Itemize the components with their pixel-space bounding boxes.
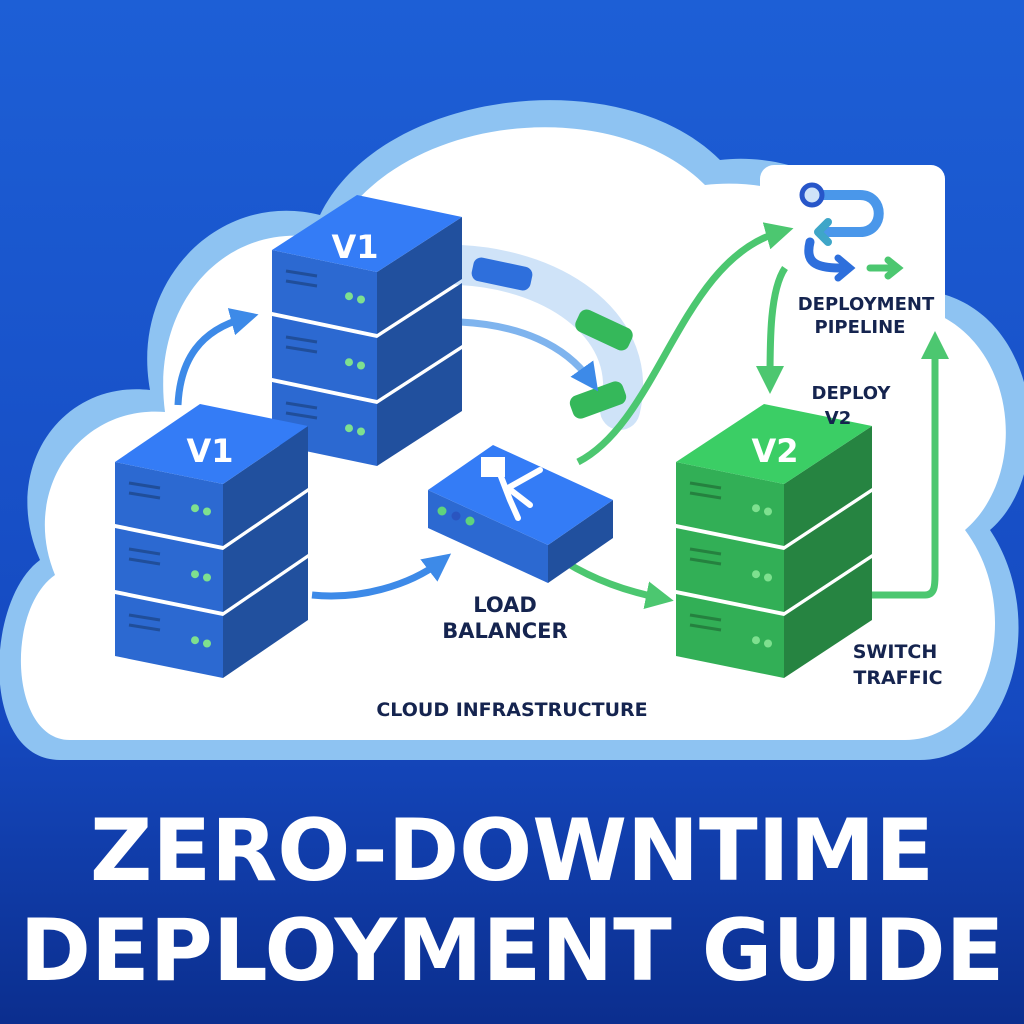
status-led — [764, 639, 772, 648]
flow-arrow — [459, 318, 599, 392]
status-led — [345, 358, 353, 367]
status-led — [437, 506, 447, 516]
packet-green — [575, 309, 633, 351]
deploy-label-line2: V2 — [825, 408, 851, 429]
server-unit — [115, 558, 308, 678]
server-unit — [115, 492, 308, 612]
status-led — [345, 424, 353, 433]
packet-blue — [471, 257, 533, 291]
status-led — [203, 573, 211, 582]
packet-green — [569, 381, 627, 419]
server-unit — [676, 426, 872, 546]
server-unit — [428, 490, 613, 583]
status-led — [752, 636, 760, 645]
server-unit — [272, 283, 462, 400]
pipeline-label-line1: DEPLOYMENT — [798, 294, 935, 315]
deploy-label-line1: DEPLOY — [812, 383, 892, 404]
status-led — [191, 636, 199, 645]
server-label-v2: V2 — [751, 432, 798, 470]
status-led — [752, 504, 760, 513]
server-unit — [676, 558, 872, 678]
server-label-v1-front: V1 — [186, 432, 233, 470]
load-balancer-share-icon — [481, 457, 543, 521]
status-led — [203, 507, 211, 516]
server-stack-v1-back — [272, 195, 462, 466]
status-led — [764, 573, 772, 582]
status-led — [752, 570, 760, 579]
status-led — [345, 292, 353, 301]
pipeline-icon — [799, 182, 904, 282]
switch-label-line2: TRAFFIC — [853, 667, 942, 689]
server-top — [115, 404, 308, 484]
arrow-v1-to-lb — [311, 553, 452, 600]
server-label-v1-back: V1 — [331, 228, 378, 266]
status-led — [451, 511, 461, 521]
server-unit — [272, 217, 462, 334]
arrow-switch-traffic — [872, 331, 949, 599]
status-led — [191, 504, 199, 513]
server-stack-v2 — [676, 404, 872, 678]
pipeline-label-line2: PIPELINE — [815, 317, 906, 338]
server-top — [676, 404, 872, 484]
server-stack-v1-front — [115, 404, 308, 678]
status-led — [357, 427, 365, 436]
status-led — [191, 570, 199, 579]
title-line2: DEPLOYMENT GUIDE — [20, 901, 1005, 1001]
status-led — [465, 516, 475, 526]
status-led — [357, 295, 365, 304]
server-unit — [676, 492, 872, 612]
cloud-infrastructure-label: CLOUD INFRASTRUCTURE — [376, 699, 647, 721]
load-balancer-label-line2: BALANCER — [442, 619, 567, 643]
traffic-conveyor — [440, 245, 644, 430]
switch-label-line1: SWITCH — [853, 641, 938, 663]
status-led — [357, 361, 365, 370]
server-unit — [115, 426, 308, 546]
arrow-v1-to-v1 — [174, 308, 259, 406]
status-led — [203, 639, 211, 648]
load-balancer-label-line1: LOAD — [473, 593, 537, 617]
server-top — [272, 195, 462, 272]
arrow-lb-to-pipeline — [576, 222, 794, 466]
title-line1: ZERO-DOWNTIME — [90, 801, 934, 901]
pipeline-card — [760, 165, 945, 340]
arrow-deploy-v2 — [756, 266, 789, 394]
status-led — [764, 507, 772, 516]
